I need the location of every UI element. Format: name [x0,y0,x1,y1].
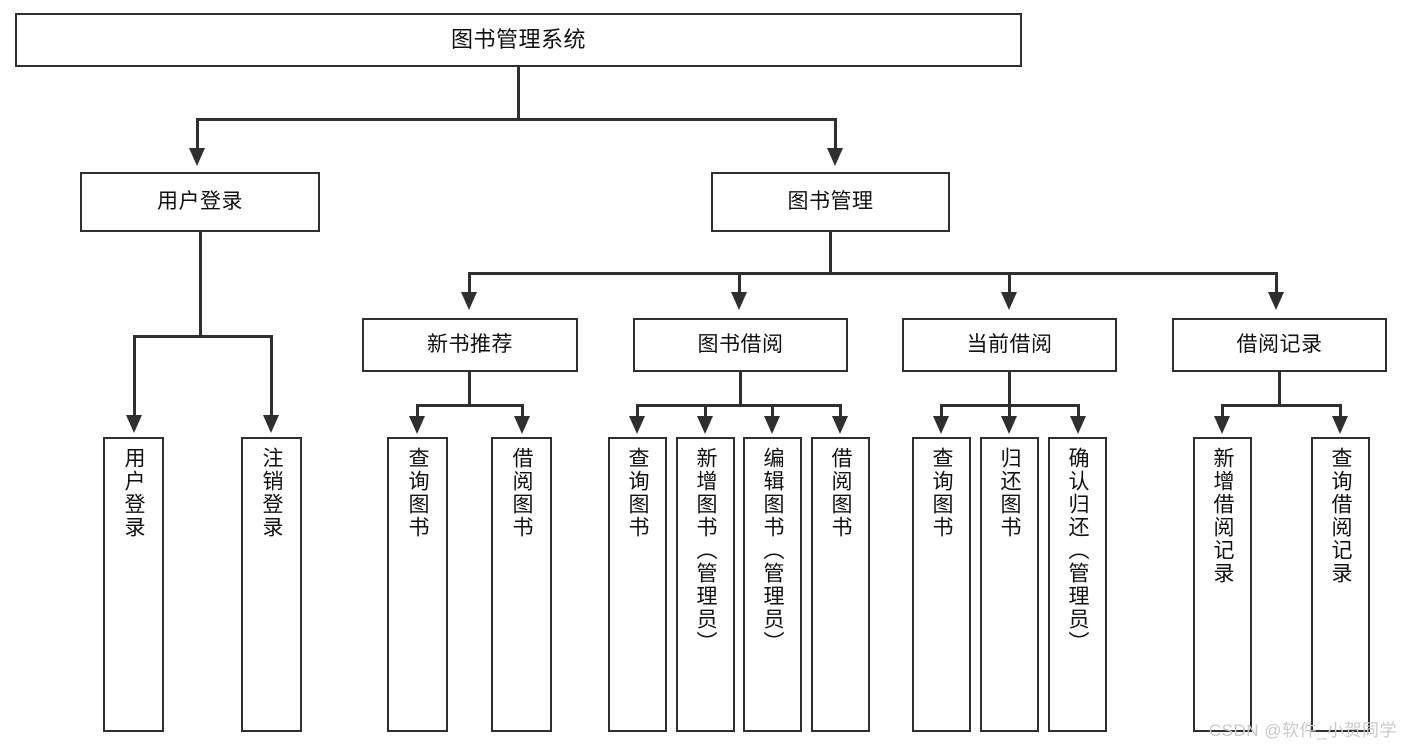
node-label: 图书借阅 [697,332,784,356]
edge-cb-to-leaf-3 [1077,404,1080,418]
watermark-text: CSDN @软件_小贺同学 [1208,721,1397,740]
node-current-borrow[interactable]: 当前借阅 [902,318,1117,372]
edge-bm-to-book-borrow [738,272,741,294]
edge-br-to-leaf-2 [1339,404,1342,418]
arrow-br-to-leaf-1 [1214,416,1230,434]
edge-book-borrow-stem [739,372,742,406]
edge-bm-to-current-borrow [1008,272,1011,294]
leaf-new-book-recommend-1[interactable]: 查询图书 [387,437,448,732]
edge-user-login-bar [133,335,272,338]
edge-user-login-to-leaf-1 [133,335,136,417]
edge-book-management-bar [468,272,1278,275]
arrow-cb-to-leaf-2 [1001,416,1017,434]
arrow-user-login-to-leaf-2 [263,415,279,433]
node-label: 图书管理系统 [450,27,586,53]
arrow-root-to-book-management [827,148,843,166]
leaf-user-login-2[interactable]: 注销登录 [241,437,302,732]
edge-user-login-stem [199,232,202,337]
node-label: 注销登录 [260,447,283,539]
node-label: 查询图书 [930,447,953,539]
node-label: 编辑图书（管理员） [761,447,784,654]
edge-book-management-stem [829,232,832,274]
edge-bb-to-leaf-3 [771,404,774,418]
edge-new-book-to-leaf-1 [416,404,419,418]
arrow-bm-to-new-book [461,292,477,310]
arrow-bb-to-leaf-4 [832,416,848,434]
node-label: 借阅图书 [829,447,852,539]
edge-bb-to-leaf-2 [704,404,707,418]
arrow-bm-to-book-borrow [731,292,747,310]
leaf-borrow-record-2[interactable]: 查询借阅记录 [1311,437,1370,732]
arrow-cb-to-leaf-3 [1070,416,1086,434]
edge-new-book-bar [416,404,524,407]
node-borrow-record[interactable]: 借阅记录 [1172,318,1387,372]
arrow-bb-to-leaf-2 [697,416,713,434]
edge-book-borrow-bar [636,404,842,407]
leaf-current-borrow-1[interactable]: 查询图书 [912,437,971,732]
edge-user-login-to-leaf-2 [270,335,273,417]
arrow-cb-to-leaf-1 [933,416,949,434]
arrow-bm-to-borrow-record [1268,292,1284,310]
arrow-new-book-to-leaf-1 [409,416,425,434]
edge-bm-to-new-book [468,272,471,294]
node-label: 查询借阅记录 [1329,447,1352,585]
node-label: 确认归还（管理员） [1066,447,1089,654]
arrow-bb-to-leaf-3 [764,416,780,434]
arrow-new-book-to-leaf-2 [514,416,530,434]
arrow-user-login-to-leaf-1 [126,415,142,433]
edge-root-stem [517,67,520,120]
edge-current-borrow-stem [1008,372,1011,406]
node-label: 新书推荐 [427,332,513,356]
node-root-book-management-system[interactable]: 图书管理系统 [15,13,1022,67]
leaf-borrow-record-1[interactable]: 新增借阅记录 [1193,437,1252,732]
node-label: 借阅图书 [510,447,533,539]
arrow-br-to-leaf-2 [1332,416,1348,434]
node-book-borrow[interactable]: 图书借阅 [633,318,848,372]
edge-cb-to-leaf-2 [1008,404,1011,418]
node-new-book-recommend[interactable]: 新书推荐 [362,318,578,372]
node-label: 归还图书 [998,447,1021,539]
leaf-book-borrow-2[interactable]: 新增图书（管理员） [676,437,735,732]
edge-borrow-record-bar [1221,404,1342,407]
node-label: 借阅记录 [1236,332,1323,356]
node-book-management[interactable]: 图书管理 [711,172,950,232]
node-label: 图书管理 [787,189,874,213]
leaf-current-borrow-2[interactable]: 归还图书 [980,437,1039,732]
edge-new-book-stem [468,372,471,406]
leaf-user-login-1[interactable]: 用户登录 [103,437,164,732]
node-label: 查询图书 [626,447,649,539]
arrow-root-to-user-login [189,148,205,166]
node-user-login[interactable]: 用户登录 [80,172,320,232]
node-label: 新增图书（管理员） [694,447,717,654]
edge-borrow-record-stem [1278,372,1281,406]
arrow-bm-to-current-borrow [1001,292,1017,310]
leaf-current-borrow-3[interactable]: 确认归还（管理员） [1048,437,1107,732]
node-label: 查询图书 [406,447,429,539]
leaf-book-borrow-1[interactable]: 查询图书 [608,437,667,732]
edge-br-to-leaf-1 [1221,404,1224,418]
edge-root-bar [196,118,837,121]
leaf-new-book-recommend-2[interactable]: 借阅图书 [491,437,552,732]
node-label: 用户登录 [157,189,243,213]
edge-bb-to-leaf-4 [839,404,842,418]
edge-cb-to-leaf-1 [940,404,943,418]
node-label: 当前借阅 [966,332,1053,356]
edge-bb-to-leaf-1 [636,404,639,418]
edge-root-to-user-login [196,118,199,150]
node-label: 新增借阅记录 [1211,447,1234,585]
leaf-book-borrow-4[interactable]: 借阅图书 [811,437,870,732]
leaf-book-borrow-3[interactable]: 编辑图书（管理员） [743,437,802,732]
node-label: 用户登录 [122,447,145,539]
edge-root-to-book-management [834,118,837,150]
arrow-bb-to-leaf-1 [629,416,645,434]
edge-bm-to-borrow-record [1275,272,1278,294]
edge-new-book-to-leaf-2 [521,404,524,418]
